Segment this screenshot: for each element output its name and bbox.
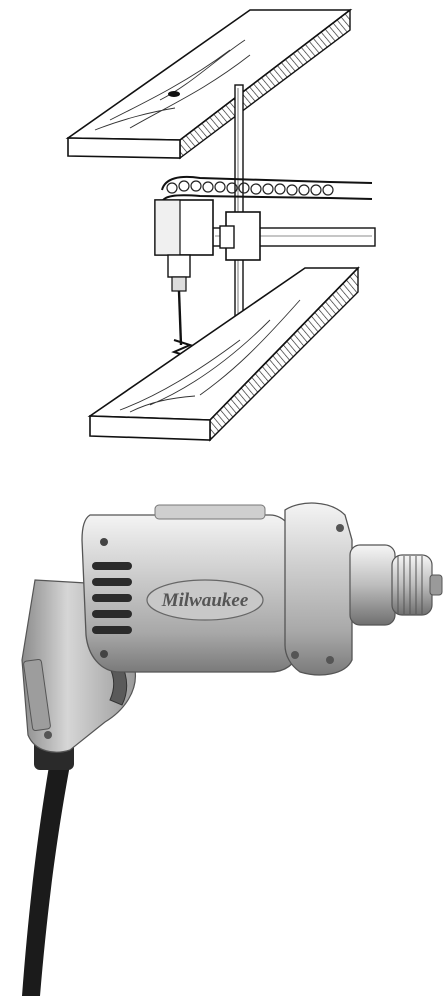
brand-logo: Milwaukee — [146, 579, 264, 621]
air-vents — [92, 562, 132, 634]
handle-nameplate — [23, 658, 51, 732]
gear-housing — [284, 502, 353, 676]
lower-board — [87, 266, 360, 442]
handle-screw — [44, 731, 52, 739]
gear-screw — [291, 651, 299, 659]
upper-board — [65, 8, 353, 160]
drill-chuck — [349, 544, 443, 626]
power-cord — [22, 760, 70, 996]
housing-screw — [100, 650, 108, 658]
svg-text:Milwaukee: Milwaukee — [161, 590, 249, 611]
right-angle-head — [154, 199, 214, 292]
electric-drill-illustration: Milwaukee — [0, 460, 447, 996]
gear-screw — [326, 656, 334, 664]
rod-clamp — [219, 211, 261, 261]
housing-screw — [100, 538, 108, 546]
gear-screw — [336, 524, 344, 532]
chain-extension — [161, 175, 373, 203]
drilled-hole — [168, 91, 180, 97]
right-angle-drill-illustration — [0, 0, 447, 460]
top-rib — [154, 504, 266, 520]
electric-drill-svg: Milwaukee — [21, 502, 443, 996]
right-angle-drill-svg — [65, 8, 376, 442]
